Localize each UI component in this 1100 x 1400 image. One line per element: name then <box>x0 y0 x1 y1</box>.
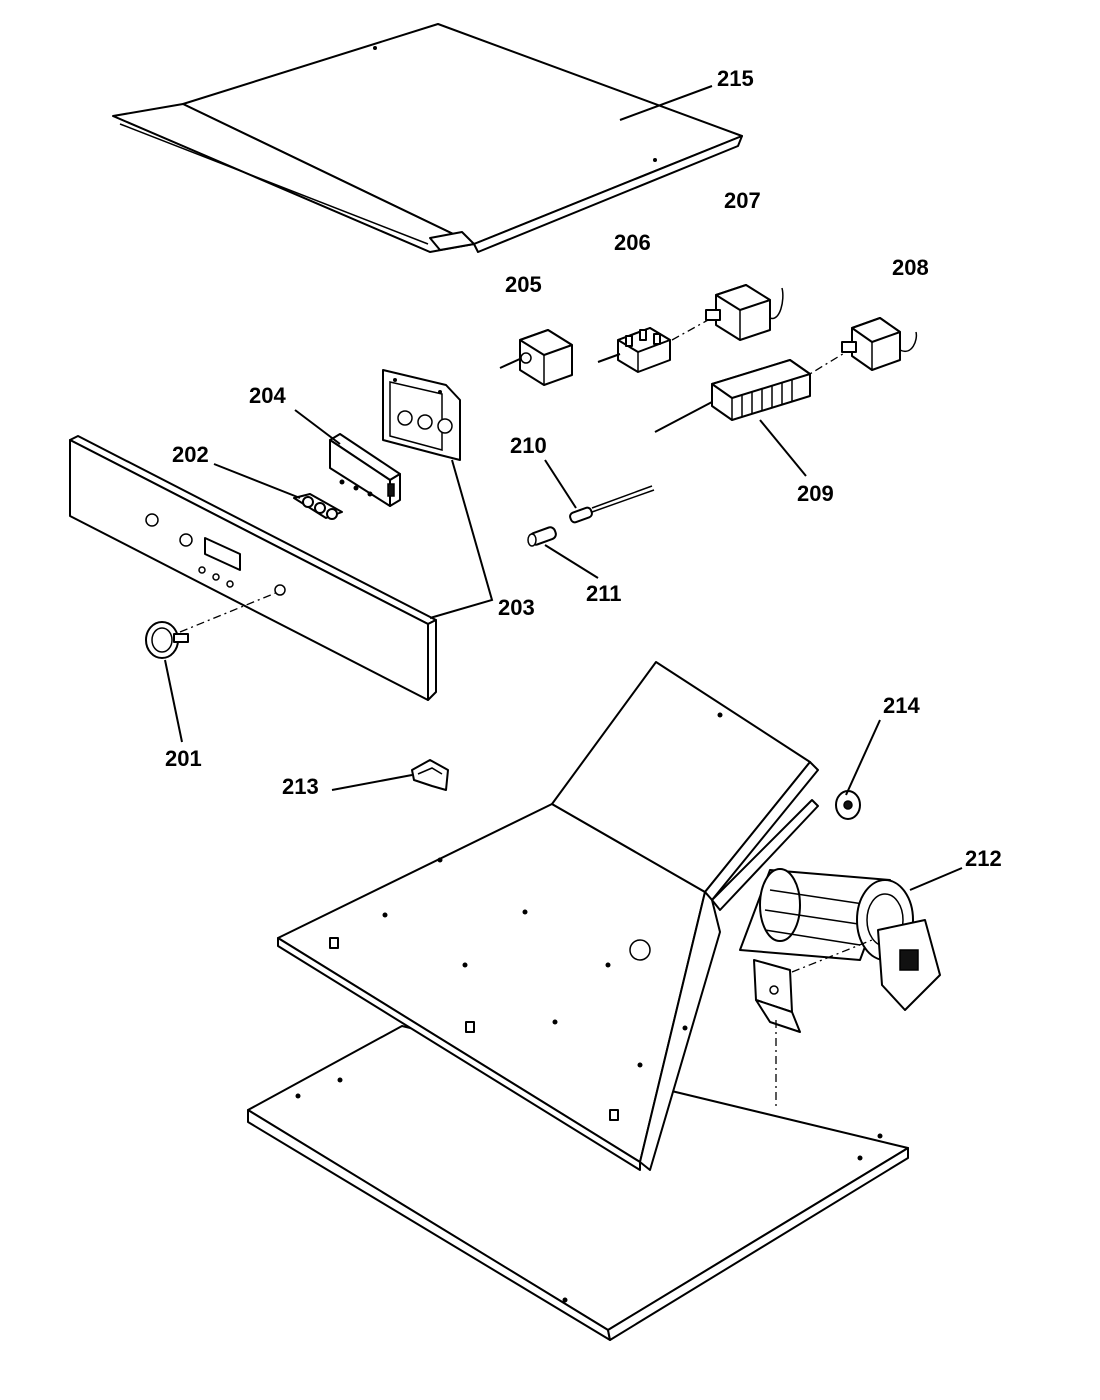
label-204: 204 <box>249 383 286 408</box>
part-213-clip <box>411 759 449 791</box>
part-211-lamp-holder <box>527 526 557 547</box>
leader-203 <box>429 459 494 619</box>
label-210: 210 <box>510 433 547 458</box>
label-214: 214 <box>883 693 920 718</box>
part-204-timer-module <box>329 433 401 507</box>
label-215: 215 <box>717 66 754 91</box>
motor-bracket <box>753 939 873 1110</box>
leader-210 <box>544 459 577 509</box>
part-201-knob <box>145 591 279 659</box>
label-202: 202 <box>172 442 209 467</box>
label-201: 201 <box>165 746 202 771</box>
label-206: 206 <box>614 230 651 255</box>
leader-202 <box>213 463 301 499</box>
label-207: 207 <box>724 188 761 213</box>
oven-cavity-wrap <box>277 661 819 1171</box>
leader-212 <box>909 867 963 891</box>
label-205: 205 <box>505 272 542 297</box>
leader-211 <box>544 544 599 579</box>
leader-215 <box>619 85 713 121</box>
leader-213 <box>331 774 413 791</box>
leader-209 <box>759 419 807 477</box>
part-202-button-strip <box>293 493 343 520</box>
label-212: 212 <box>965 846 1002 871</box>
leader-201 <box>164 659 183 743</box>
part-203-bracket <box>382 369 461 461</box>
label-203: 203 <box>498 595 535 620</box>
part-215-top-cover <box>112 23 743 253</box>
label-209: 209 <box>797 481 834 506</box>
label-213: 213 <box>282 774 319 799</box>
part-212-fan-motor <box>739 868 941 1011</box>
part-208-thermostat <box>841 317 918 371</box>
label-211: 211 <box>586 581 622 606</box>
part-209-rotary-switch <box>654 359 811 433</box>
leader-214 <box>845 719 881 796</box>
part-207-thermostat <box>705 284 784 341</box>
part-205-switch <box>499 329 573 386</box>
axis-206-207 <box>671 319 709 341</box>
control-panel <box>69 435 437 701</box>
base-plate <box>247 1025 909 1341</box>
part-210-lamp-bulb <box>569 485 655 524</box>
part-214-thermal-cutout <box>835 790 861 820</box>
leader-204 <box>294 409 341 445</box>
part-206-selector-switch <box>597 327 671 373</box>
label-208: 208 <box>892 255 929 280</box>
